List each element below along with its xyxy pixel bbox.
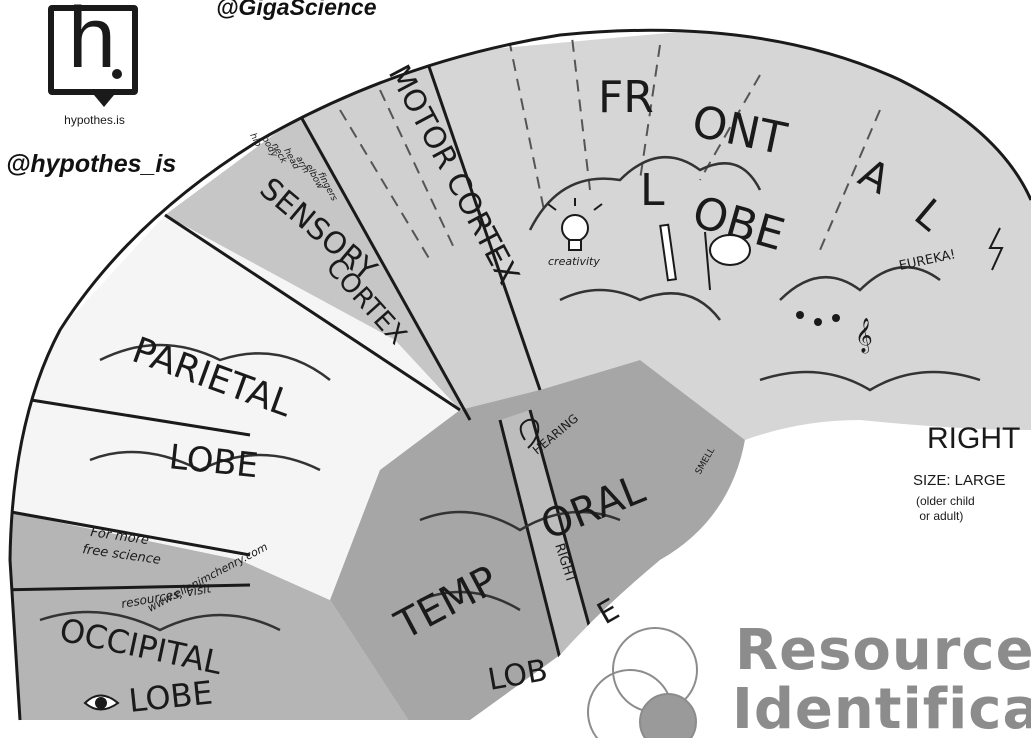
size-label: SIZE: LARGE bbox=[913, 472, 1006, 489]
frontal-label-lobe-l: L bbox=[640, 165, 665, 216]
resource-identification-logo-icon bbox=[588, 628, 697, 738]
hypothesis-twitter-handle: @hypothes_is bbox=[6, 150, 176, 179]
frontal-label-fr: FR bbox=[598, 72, 654, 123]
hemisphere-side-label: RIGHT bbox=[927, 422, 1020, 456]
hypothesis-logo-tail bbox=[94, 95, 114, 107]
gigascience-twitter-handle: @GigaScience bbox=[216, 0, 377, 21]
temporal-label-4: E bbox=[592, 592, 626, 632]
size-note: (older child or adult) bbox=[916, 494, 975, 524]
hypothesis-logo-caption: hypothes.is bbox=[47, 113, 142, 127]
svg-text:𝄞: 𝄞 bbox=[855, 318, 873, 354]
hypothesis-logo-icon: h bbox=[48, 5, 138, 95]
creativity-label: creativity bbox=[548, 255, 600, 268]
hypothesis-logo-glyph: h bbox=[68, 0, 116, 81]
resource-identification-title-line1: Resource bbox=[735, 618, 1031, 683]
palette-icon bbox=[710, 235, 750, 265]
hypothesis-logo-dot bbox=[112, 69, 122, 79]
resource-identification-title-line2: Identification bbox=[732, 677, 1031, 738]
